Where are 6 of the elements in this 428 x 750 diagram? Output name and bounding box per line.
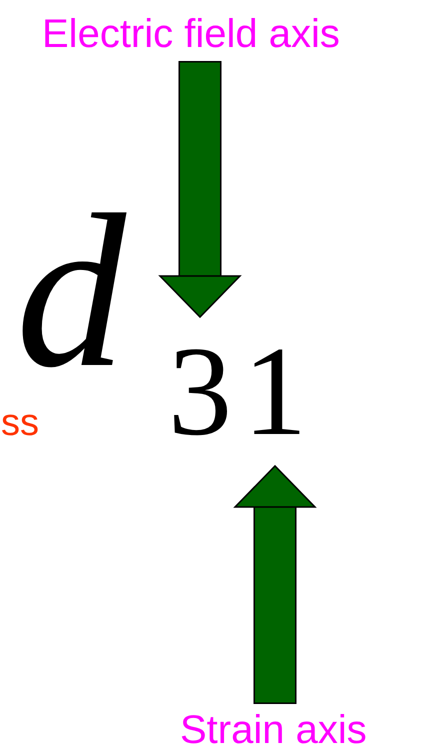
subscript-digit: 1 bbox=[243, 318, 307, 465]
arrow bbox=[159, 61, 241, 318]
subscript-digit: 3 bbox=[168, 318, 232, 465]
axis-label: Electric field axis bbox=[42, 12, 340, 57]
arrow bbox=[234, 465, 316, 704]
axis-label: Strain axis bbox=[180, 708, 367, 750]
